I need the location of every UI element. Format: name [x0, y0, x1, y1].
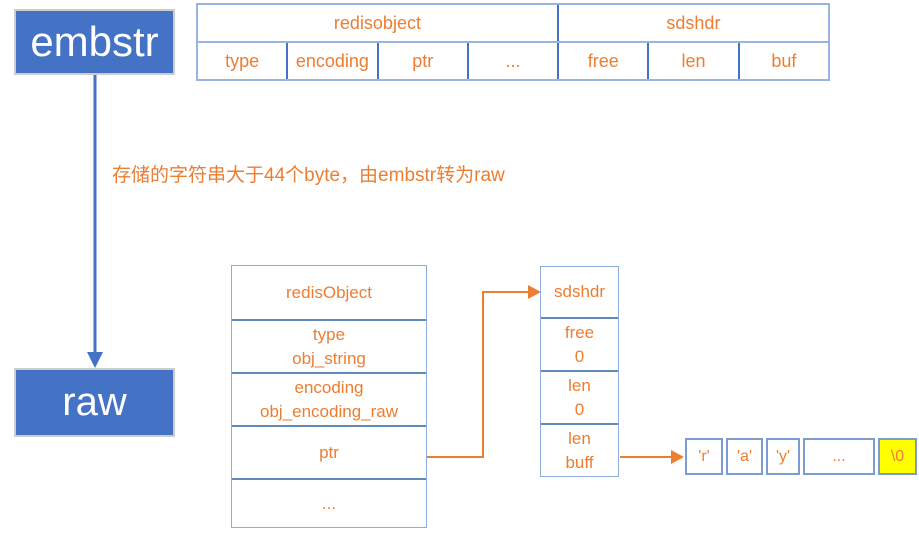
redisobject-group-cell: redisobject	[198, 5, 559, 41]
table-row-title: redisObject	[232, 266, 426, 319]
char-cell-null-terminator: \0	[878, 438, 917, 475]
char-cell-a: 'a'	[726, 438, 763, 475]
cell-line: obj_encoding_raw	[260, 401, 398, 421]
field-cell-ptr: ptr	[379, 43, 469, 79]
table-row-len: len 0	[541, 370, 618, 423]
table-row-ellipsis: ...	[232, 478, 426, 527]
field-cell-free: free	[559, 43, 650, 79]
field-cell-ellipsis: ...	[469, 43, 560, 79]
table-header-row: redisobject sdshdr	[198, 5, 828, 43]
sdshdr-table: sdshdr free 0 len 0 len buff	[540, 266, 619, 477]
cell-line: len	[568, 375, 591, 395]
table-field-row: type encoding ptr ... free len buf	[198, 43, 828, 79]
embstr-to-raw-arrow	[87, 75, 103, 368]
field-cell-type: type	[198, 43, 289, 79]
embstr-node: embstr	[14, 9, 175, 75]
cell-line: 0	[574, 399, 585, 419]
raw-label: raw	[62, 380, 127, 424]
table-row-encoding: encoding obj_encoding_raw	[232, 372, 426, 425]
cell-line: sdshdr	[553, 282, 606, 301]
table-row-type: type obj_string	[232, 319, 426, 372]
char-cell-r: 'r'	[685, 438, 723, 475]
cell-line: free	[564, 322, 595, 342]
raw-node: raw	[14, 368, 175, 437]
embstr-label: embstr	[30, 18, 159, 65]
char-cell-y: 'y'	[766, 438, 800, 475]
field-cell-len: len	[649, 43, 740, 79]
cell-line: ptr	[319, 442, 339, 462]
table-row-ptr: ptr	[232, 425, 426, 478]
cell-line: encoding	[294, 377, 364, 397]
cell-line: obj_string	[292, 348, 366, 368]
cell-line: redisObject	[286, 282, 372, 302]
cell-line: type	[312, 324, 346, 344]
sdshdr-group-cell: sdshdr	[666, 12, 721, 33]
field-cell-encoding: encoding	[288, 43, 379, 79]
field-cell-buf: buf	[771, 50, 797, 71]
cell-line: 0	[574, 346, 585, 366]
cell-line: len	[568, 428, 591, 448]
embstr-layout-table: redisobject sdshdr type encoding ptr ...…	[196, 3, 830, 81]
cell-line: ...	[321, 493, 337, 513]
table-row-title: sdshdr	[541, 267, 618, 317]
redis-object-table: redisObject type obj_string encoding obj…	[231, 265, 427, 528]
table-row-buff: len buff	[541, 423, 618, 476]
char-buffer-array: 'r' 'a' 'y' ... \0	[685, 438, 917, 475]
ptr-to-sdshdr-arrow	[427, 285, 541, 458]
table-row-free: free 0	[541, 317, 618, 370]
conversion-note: 存储的字符串大于44个byte，由embstr转为raw	[112, 165, 505, 186]
buff-to-chars-arrow	[620, 450, 684, 464]
cell-line: buff	[565, 452, 594, 472]
char-cell-ellipsis: ...	[803, 438, 875, 475]
